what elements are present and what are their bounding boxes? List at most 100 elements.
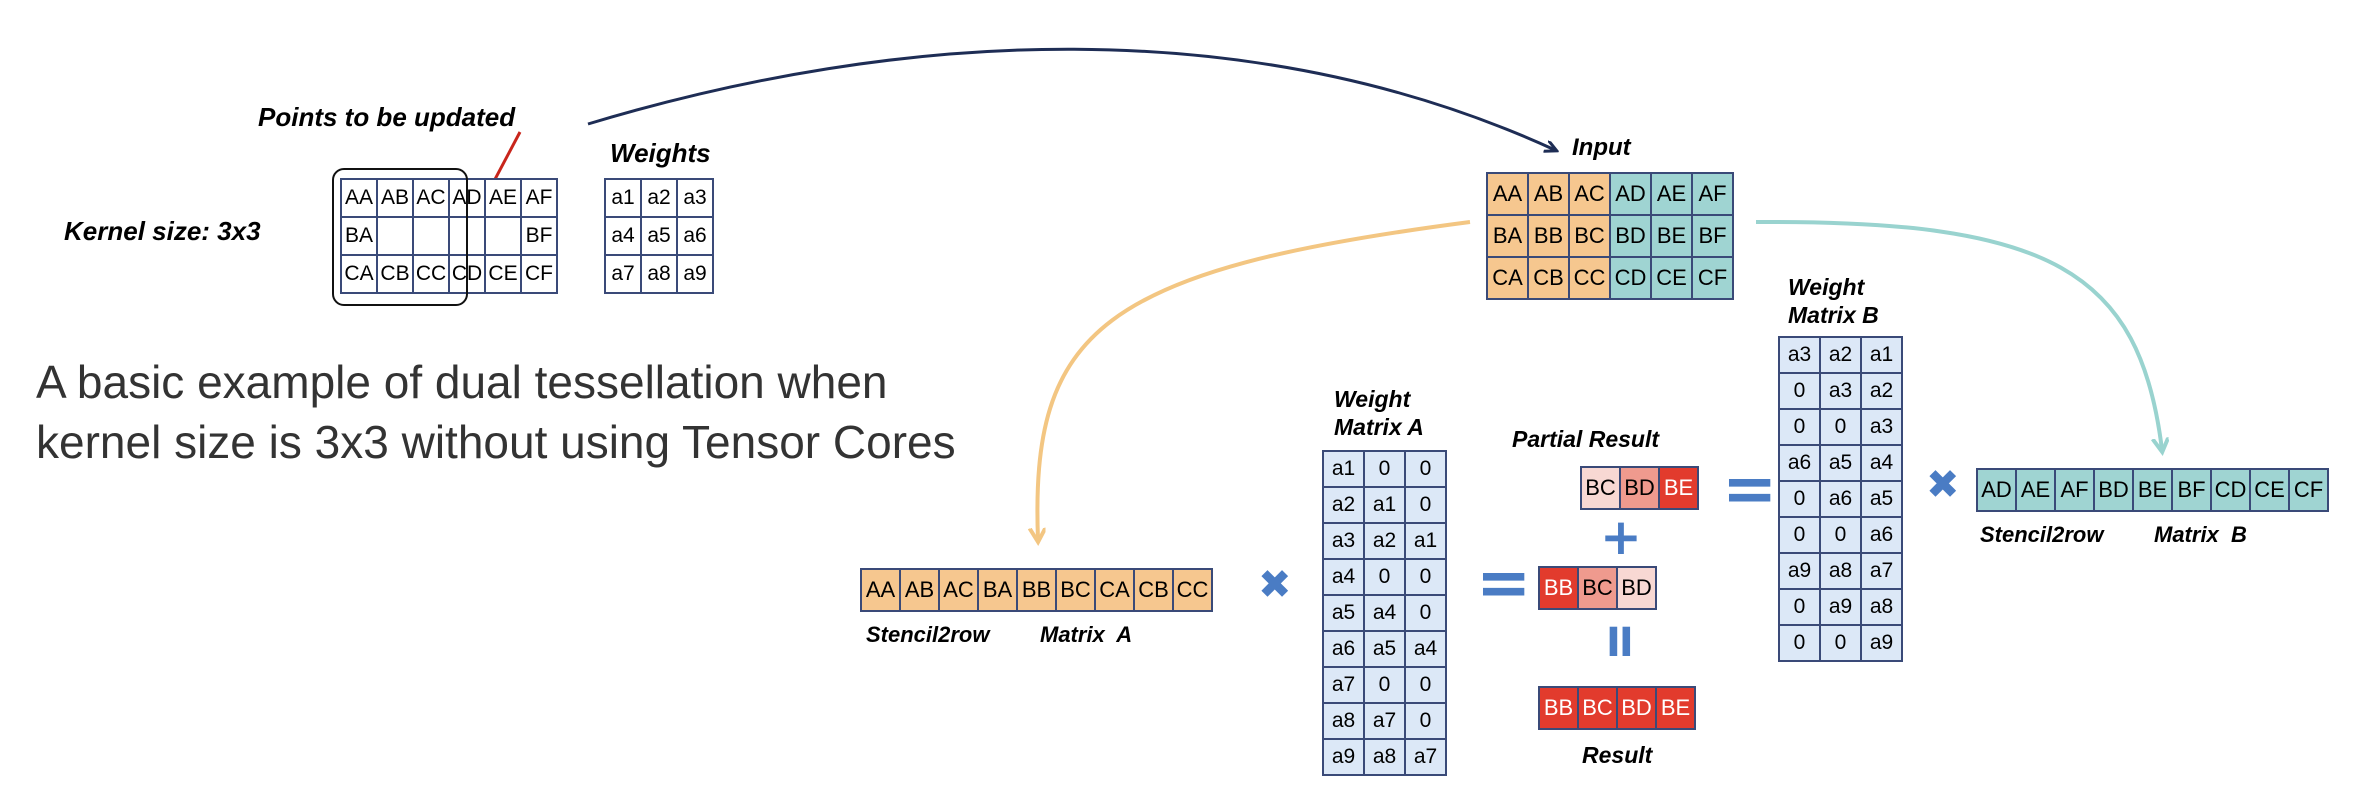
weight-cell: a8 <box>640 254 678 294</box>
input-cell: BB <box>1527 214 1570 258</box>
weight-a-cell: a4 <box>1322 558 1365 596</box>
weight-cell: a6 <box>676 216 714 256</box>
input-cell: BE <box>1650 214 1693 258</box>
stencil-a-cell: CA <box>1094 568 1135 612</box>
weight-a-cell: a4 <box>1363 594 1406 632</box>
input-label: Input <box>1572 134 1631 161</box>
weight-b-cell: 0 <box>1778 516 1821 554</box>
navy-arrow <box>587 47 1555 150</box>
stencil-a-label: Stencil2row <box>866 622 990 647</box>
stencil-b-cell: CD <box>2210 468 2251 512</box>
weight-cell: a9 <box>676 254 714 294</box>
kernel-cell: BC <box>412 216 450 256</box>
weight-a-cell: 0 <box>1363 666 1406 704</box>
weight-b-cell: 0 <box>1778 372 1821 410</box>
kernel-cell: CF <box>520 254 558 294</box>
stencil-a-cell: BA <box>977 568 1018 612</box>
result-cell: BD <box>1616 686 1657 730</box>
weight-a-cell: 0 <box>1404 558 1447 596</box>
weight-cell: a7 <box>604 254 642 294</box>
partial-result-label: Partial Result <box>1512 426 1659 452</box>
weight-a-cell: 0 <box>1363 450 1406 488</box>
partial-top-cell: BD <box>1619 466 1660 510</box>
times-operator-a: ✖ <box>1258 562 1292 608</box>
input-cell: CC <box>1568 256 1611 300</box>
kernel-cell: CA <box>340 254 378 294</box>
weight-a-cell: 0 <box>1404 594 1447 632</box>
times-operator-b: ✖ <box>1926 462 1960 508</box>
kernel-cell: AE <box>484 178 522 218</box>
stencil-b-cell: AF <box>2054 468 2095 512</box>
weight-a-cell: a2 <box>1363 522 1406 560</box>
weight-b-cell: a4 <box>1860 444 1903 482</box>
weight-a-cell: 0 <box>1404 666 1447 704</box>
stencil-b-cell: BE <box>2132 468 2173 512</box>
weight-cell: a5 <box>640 216 678 256</box>
weight-b-cell: a9 <box>1778 552 1821 590</box>
weight-b-cell: a5 <box>1819 444 1862 482</box>
kernel-cell: BA <box>340 216 378 256</box>
weight-b-cell: a9 <box>1819 588 1862 626</box>
weight-a-cell: a8 <box>1322 702 1365 740</box>
weight-b-cell: a7 <box>1860 552 1903 590</box>
partial-top-cell: BC <box>1580 466 1621 510</box>
orange-arrow <box>1037 220 1471 540</box>
input-cell: AC <box>1568 172 1611 216</box>
weight-b-cell: 0 <box>1778 408 1821 446</box>
result-cell: BC <box>1577 686 1618 730</box>
weight-b-cell: a2 <box>1860 372 1903 410</box>
input-cell: AA <box>1486 172 1529 216</box>
equals-operator-a: = <box>1476 544 1532 621</box>
stencil-a-cell: AC <box>938 568 979 612</box>
caption-line-2: kernel size is 3x3 without using Tensor … <box>36 416 956 468</box>
stencil-a-cell: AA <box>860 568 901 612</box>
kernel-window-box <box>332 168 468 306</box>
kernel-cell: AC <box>412 178 450 218</box>
weight-b-cell: a3 <box>1778 336 1821 374</box>
weight-b-cell: 0 <box>1819 624 1862 662</box>
kernel-cell: AB <box>376 178 414 218</box>
input-cell: CE <box>1650 256 1693 300</box>
weight-a-cell: a1 <box>1363 486 1406 524</box>
points-to-update-label: Points to be updated <box>258 102 516 132</box>
weight-a-cell: a1 <box>1404 522 1447 560</box>
weight-a-cell: 0 <box>1404 702 1447 740</box>
kernel-cell: BE <box>484 216 522 256</box>
stencil-a-cell: AB <box>899 568 940 612</box>
caption-line-1: A basic example of dual tessellation whe… <box>36 356 888 408</box>
kernel-size-label: Kernel size: 3x3 <box>64 216 261 246</box>
input-cell: AE <box>1650 172 1693 216</box>
weight-a-cell: a7 <box>1404 738 1447 776</box>
stencil-a-cell: BC <box>1055 568 1096 612</box>
input-cell: AD <box>1609 172 1652 216</box>
stencil-a-cell: CC <box>1172 568 1213 612</box>
weight-b-cell: 0 <box>1819 516 1862 554</box>
matrix-b-label: Matrix B <box>2154 522 2247 547</box>
weight-a-cell: a3 <box>1322 522 1365 560</box>
equals-operator-b: = <box>1722 450 1778 527</box>
matrix-a-label: Matrix A <box>1040 622 1133 647</box>
weight-a-cell: a2 <box>1322 486 1365 524</box>
